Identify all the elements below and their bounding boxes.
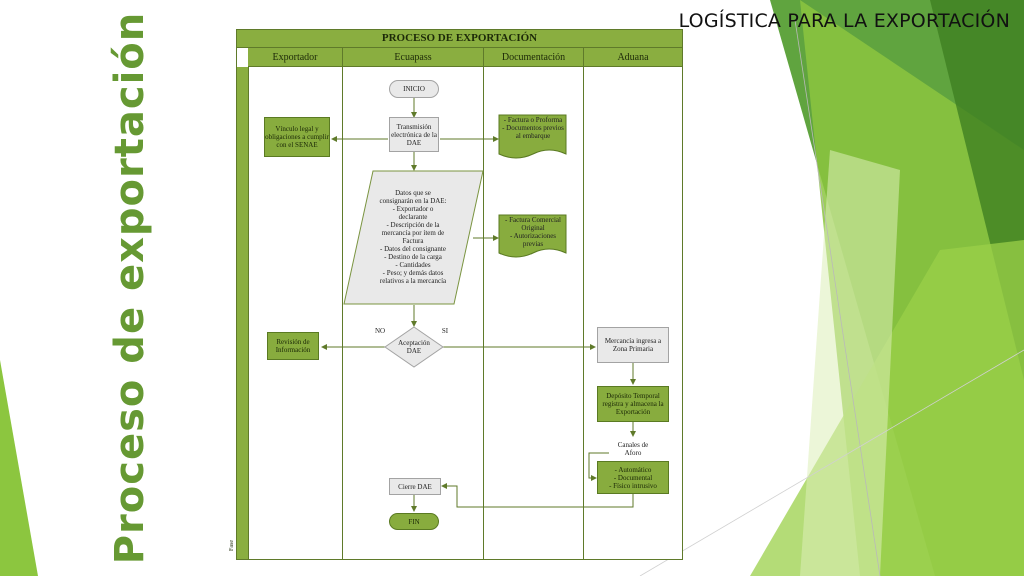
dae-closure-node: Cierre DAE [389,478,441,495]
primary-zone-node: Mercancía ingresa a Zona Primaria [597,327,669,363]
lane-ecuapass [343,67,484,559]
lane-header-ecuapass: Ecuapass [343,48,484,67]
arrow-to-aforo [588,452,609,481]
data-parallelogram [343,170,484,305]
legal-bond-node: Vínculo legal y obligaciones a cumplir c… [264,117,330,157]
start-node: INICIO [389,80,439,98]
decision-diamond [384,326,444,368]
phase-column: Fase [229,67,249,559]
right-shard-pale [800,150,900,576]
lane-exportador [248,67,343,559]
vertical-title: Proceso de exportación [107,11,153,565]
info-review-node: Revisión de Información [267,332,319,360]
transmission-node: Transmisión electrónica de la DAE [389,117,439,152]
deco-line-2 [639,349,1024,576]
diagram-title: PROCESO DE EXPORTACIÓN [237,30,682,48]
phase-label: Fase [229,540,235,551]
doc-shape-comercial [498,214,567,258]
flow-connectors [321,98,636,512]
lane-header-documentacion: Documentación [484,48,584,67]
commercial-invoice-text: - Factura Comercial Original - Autorizac… [505,216,561,248]
lane-header-exportador: Exportador [248,48,343,67]
inspection-channels-label: Canales de Aforo [617,441,649,457]
slide-heading: LOGÍSTICA PARA LA EXPORTACIÓN [678,10,1010,32]
left-shard [0,360,38,576]
dae-data-text: Datos que se consignarán en la DAE: - Ex… [379,189,447,285]
lane-header-aduana: Aduana [584,48,682,67]
temporary-deposit-node: Depósito Temporal registra y almacena la… [597,386,669,422]
lane-documentacion [484,67,584,559]
doc-shape-proforma [498,114,567,159]
proforma-docs-text: - Factura o Proforma - Documentos previo… [502,116,564,140]
dae-acceptance-text: Aceptación DAE [398,339,430,355]
export-process-diagram: PROCESO DE EXPORTACIÓN Exportador Ecuapa… [229,29,683,560]
no-label: NO [374,327,386,335]
arrow-to-cierre [441,483,634,508]
si-label: SI [441,327,449,335]
deco-line-1 [794,19,881,576]
inspection-types-node: - Automático - Documental - Físico intru… [597,461,669,494]
end-node: FIN [389,513,439,530]
